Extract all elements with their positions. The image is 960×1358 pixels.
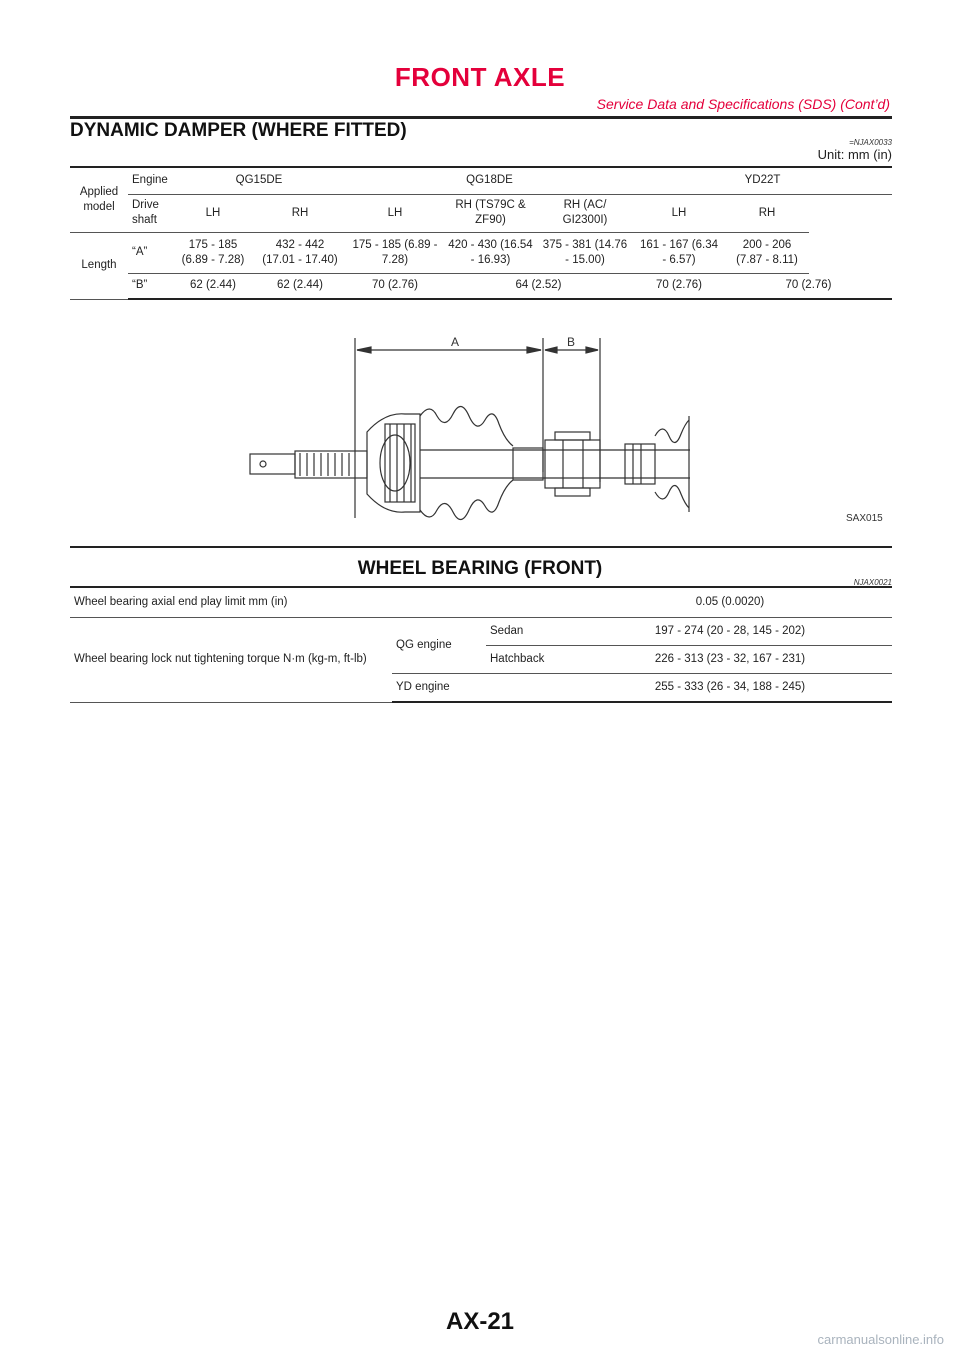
length-a-value: 420 - 430 (16.54 - 16.93) bbox=[444, 232, 537, 274]
unit-note: Unit: mm (in) bbox=[817, 147, 892, 162]
length-a-value: 175 - 185 (6.89 - 7.28) bbox=[346, 232, 444, 274]
length-label: Length bbox=[70, 232, 128, 300]
length-a-value: 375 - 381 (14.76 - 15.00) bbox=[537, 232, 633, 274]
watermark: carmanualsonline.info bbox=[817, 1332, 944, 1347]
wheel-bearing-ref: NJAX0021 bbox=[853, 578, 892, 587]
dynamic-damper-table: Applied model Engine QG15DE QG18DE YD22T… bbox=[70, 168, 892, 300]
inner-boot-top bbox=[654, 419, 690, 444]
hatchback-label: Hatchback bbox=[486, 645, 568, 674]
drive-shaft-cell: LH bbox=[346, 194, 444, 233]
yd-value: 255 - 333 (26 - 34, 188 - 245) bbox=[568, 673, 892, 703]
torque-label: Wheel bearing lock nut tightening torque… bbox=[70, 617, 392, 703]
spline-section bbox=[294, 450, 368, 479]
wheel-bearing-heading: WHEEL BEARING (FRONT) bbox=[357, 558, 603, 579]
length-b-value: 64 (2.52) bbox=[444, 273, 633, 300]
drive-shaft-cell: RH bbox=[254, 194, 346, 233]
shaft-collar bbox=[512, 447, 544, 481]
length-b-value: 62 (2.44) bbox=[172, 273, 254, 300]
section-divider bbox=[70, 546, 892, 548]
length-a-value: 432 - 442 (17.01 - 17.40) bbox=[254, 232, 346, 274]
outer-boot-top bbox=[419, 405, 514, 447]
drive-shaft-label: Drive shaft bbox=[128, 194, 172, 233]
length-b-label: “B” bbox=[128, 273, 172, 300]
outer-boot-bottom bbox=[419, 479, 514, 521]
drive-shaft-cell: LH bbox=[172, 194, 254, 233]
length-b-value: 70 (2.76) bbox=[725, 273, 892, 300]
length-a-label: “A” bbox=[128, 232, 172, 274]
length-b-value: 70 (2.76) bbox=[633, 273, 725, 300]
sedan-value: 197 - 274 (20 - 28, 145 - 202) bbox=[568, 617, 892, 646]
page-number: AX-21 bbox=[445, 1308, 515, 1335]
drive-shaft-cell: LH bbox=[633, 194, 725, 233]
section-subtitle: Service Data and Specifications (SDS) (C… bbox=[596, 96, 890, 112]
inner-joint-band bbox=[624, 443, 656, 485]
engine-qg15de: QG15DE bbox=[172, 168, 346, 195]
drive-shaft-figure: A B bbox=[249, 335, 690, 521]
table-top-rule bbox=[70, 166, 892, 168]
arrow-b-left bbox=[544, 346, 558, 354]
wheel-table-top-rule bbox=[70, 586, 892, 588]
wheel-bearing-table: Wheel bearing axial end play limit mm (i… bbox=[70, 588, 892, 703]
sedan-label: Sedan bbox=[486, 617, 568, 646]
drive-shaft-cell: RH bbox=[725, 194, 809, 233]
length-b-value: 62 (2.44) bbox=[254, 273, 346, 300]
applied-model-label: Applied model bbox=[70, 168, 128, 233]
drive-shaft-cell: RH (TS79C & ZF90) bbox=[444, 194, 537, 233]
arrow-b-right bbox=[585, 346, 599, 354]
outer-joint-housing bbox=[366, 413, 421, 513]
engine-label: Engine bbox=[128, 168, 172, 195]
qg-engine-label: QG engine bbox=[392, 617, 486, 674]
engine-yd22t: YD22T bbox=[633, 168, 892, 195]
yd-engine-label: YD engine bbox=[392, 673, 568, 703]
engine-qg18de: QG18DE bbox=[346, 168, 633, 195]
end-play-label: Wheel bearing axial end play limit mm (i… bbox=[70, 588, 568, 618]
header-rule bbox=[70, 116, 892, 119]
length-a-value: 161 - 167 (6.34 - 6.57) bbox=[633, 232, 725, 274]
stub-hole bbox=[259, 460, 267, 468]
section-title: FRONT AXLE bbox=[394, 62, 566, 92]
inner-boot-bottom bbox=[654, 484, 690, 509]
arrow-a-left bbox=[356, 346, 372, 354]
arrow-a-right bbox=[526, 346, 542, 354]
hatchback-value: 226 - 313 (23 - 32, 167 - 231) bbox=[568, 645, 892, 674]
figure-code: SAX015 bbox=[846, 513, 883, 524]
stub-shaft bbox=[249, 453, 296, 475]
figure-label-b: B bbox=[567, 335, 575, 349]
dynamic-damper-heading: DYNAMIC DAMPER (WHERE FITTED) bbox=[70, 120, 407, 141]
length-b-value: 70 (2.76) bbox=[346, 273, 444, 300]
length-a-value: 175 - 185 (6.89 - 7.28) bbox=[172, 232, 254, 274]
length-a-value: 200 - 206 (7.87 - 8.11) bbox=[725, 232, 809, 274]
drive-shaft-cell: RH (AC/ GI2300I) bbox=[537, 194, 633, 233]
end-play-value: 0.05 (0.0020) bbox=[568, 588, 892, 618]
dynamic-damper-ref: =NJAX0033 bbox=[849, 138, 892, 147]
dynamic-damper bbox=[544, 439, 601, 489]
figure-label-a: A bbox=[451, 335, 459, 349]
